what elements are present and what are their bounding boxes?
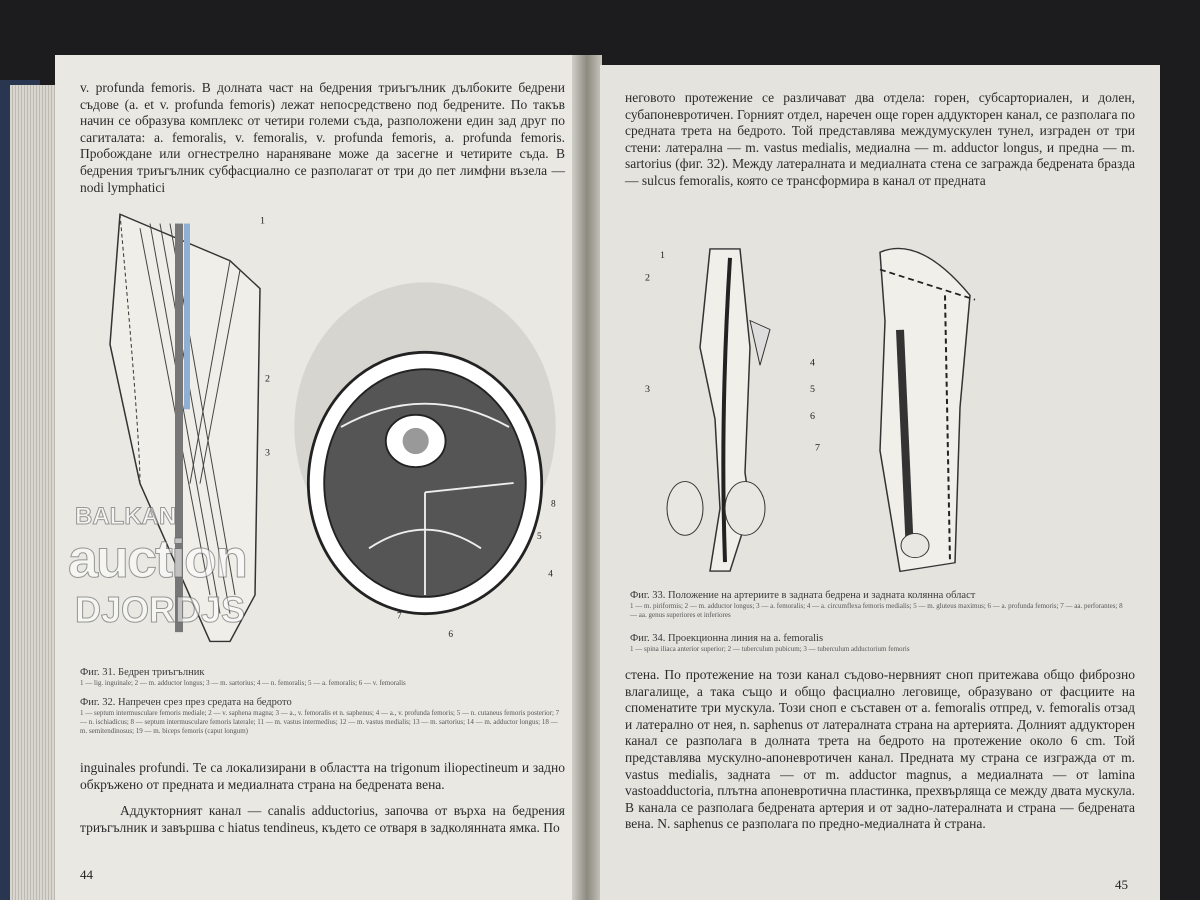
- figure-32-title: Фиг. 32. Напречен срез през средата на б…: [80, 697, 292, 708]
- figure-34-caption: Фиг. 34. Проекционна линия на a. femoral…: [630, 633, 1130, 654]
- right-page: неговото протежение се различават два от…: [600, 65, 1160, 900]
- figure-label: 6: [448, 630, 453, 640]
- figure-34-title: Фиг. 34. Проекционна линия на a. femoral…: [630, 633, 824, 644]
- figure-31-legend: 1 — lig. inguinale; 2 — m. adductor long…: [80, 679, 406, 687]
- figure-label: 5: [537, 532, 542, 542]
- figure-31-title: Фиг. 31. Бедрен триъгълник: [80, 667, 205, 678]
- left-top-paragraph: v. profunda femoris. В долната част на б…: [80, 80, 565, 195]
- watermark-line-3: DJORDJS: [74, 589, 246, 630]
- figure-label: 1: [660, 251, 665, 260]
- figure-label: 3: [645, 386, 650, 395]
- figure-label: 2: [265, 374, 270, 385]
- figure-33-caption: Фиг. 33. Положение на артериите в заднат…: [630, 590, 1130, 620]
- left-page-number: 44: [80, 867, 93, 882]
- figure-34-projection-line: [879, 247, 976, 573]
- right-top-paragraph: неговото протежение се различават два от…: [625, 90, 1135, 188]
- watermark-line-1: BALKAN: [74, 503, 177, 530]
- figure-31-femoral-triangle: 1 2 3: [109, 213, 270, 643]
- figure-33-title: Фиг. 33. Положение на артериите в заднат…: [630, 590, 976, 601]
- figure-33-legend: 1 — m. piriformis; 2 — m. adductor longu…: [630, 602, 1123, 619]
- figure-34-legend: 1 — spina iliaca anterior superior; 2 — …: [630, 645, 910, 653]
- right-bottom-paragraph: стена. По протежение на този канал съдов…: [625, 667, 1135, 832]
- figure-label: 4: [548, 569, 553, 579]
- figure-label: 5: [810, 386, 815, 395]
- figure-label: 7: [815, 444, 820, 453]
- left-bottom-paragraph-2: Аддукторният канал — canalis adductorius…: [80, 803, 565, 835]
- figure-label: 1: [260, 216, 265, 227]
- watermark-line-2: auction: [67, 529, 248, 589]
- book-gutter: [572, 55, 602, 900]
- figure-label: 4: [810, 359, 815, 368]
- page-edges: [10, 85, 60, 900]
- figure-32-legend: 1 — septum intermusculare femoris medial…: [80, 709, 560, 735]
- figure-31-caption: Фиг. 31. Бедрен триъгълник 1 — lig. ingu…: [80, 667, 560, 688]
- figure-label: 6: [810, 412, 815, 421]
- figure-label: 3: [265, 448, 270, 459]
- figure-32-caption: Фиг. 32. Напречен срез през средата на б…: [80, 697, 560, 736]
- left-bottom-paragraph-1: inguinales profundi. Те са локализирани …: [80, 760, 565, 792]
- figure-label: 8: [551, 499, 556, 509]
- left-page: v. profunda femoris. В долната част на б…: [55, 55, 575, 900]
- right-page-number: 45: [1115, 877, 1128, 892]
- figure-33-posterior-thigh-arteries: 1 2 3 4 5 6 7: [645, 248, 820, 572]
- figure-label: 2: [645, 274, 650, 283]
- figure-32-thigh-cross-section: 4 5 6 7 8: [294, 282, 556, 640]
- figure-label: 7: [397, 611, 402, 621]
